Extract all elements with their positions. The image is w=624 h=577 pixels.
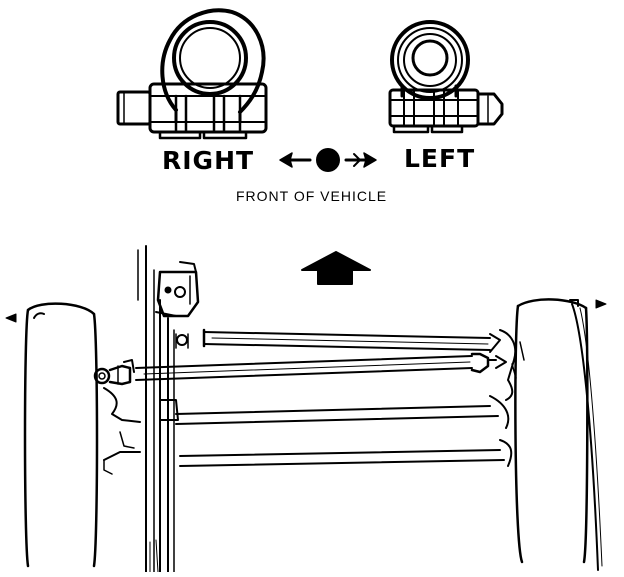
left-label: LEFT: [404, 144, 476, 173]
front-of-vehicle-label: FRONT OF VEHICLE: [236, 188, 388, 204]
direction-arrow-ball-icon: [279, 148, 377, 172]
forward-arrow-icon: [301, 251, 371, 285]
right-tie-rod-end: [116, 8, 268, 140]
axle-assembly: [5, 245, 607, 573]
right-label: RIGHT: [162, 146, 255, 175]
left-tie-rod-end: [388, 20, 504, 134]
